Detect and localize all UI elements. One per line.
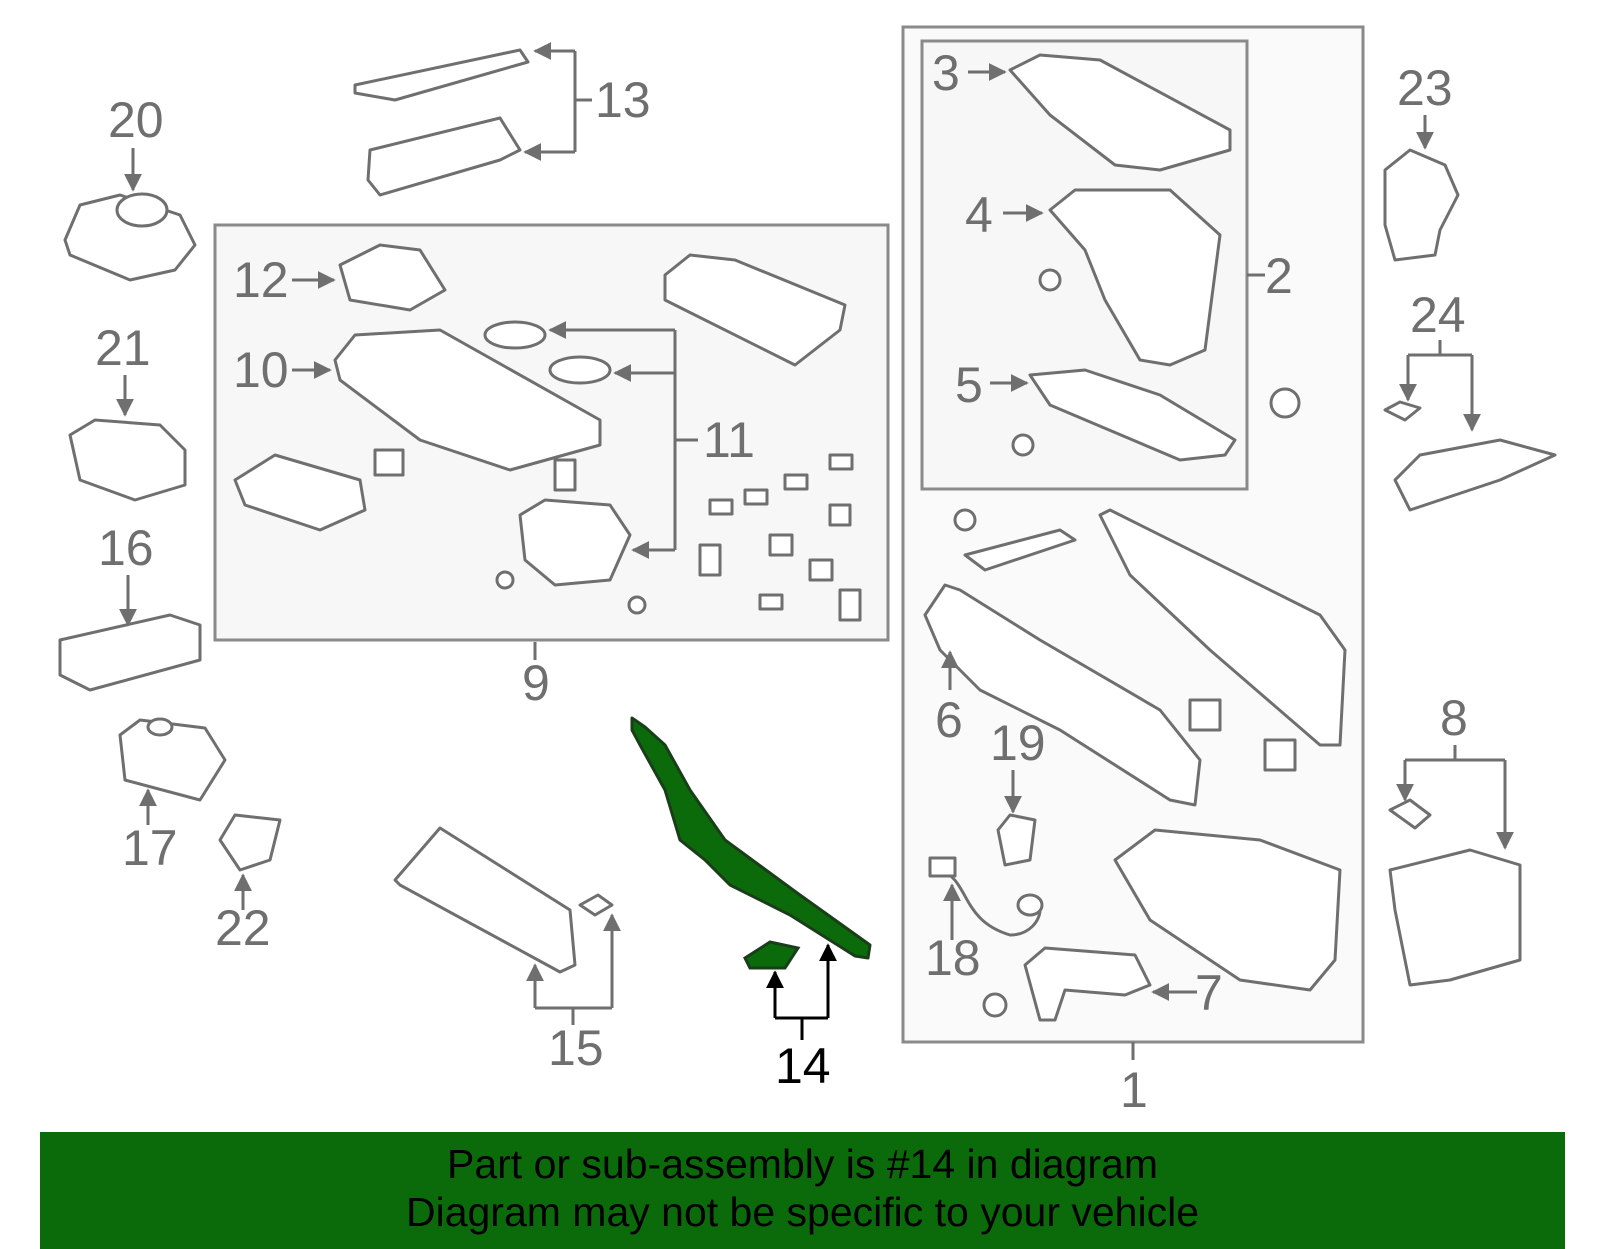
callout-1: 1 xyxy=(1120,1062,1148,1118)
callout-7: 7 xyxy=(1195,965,1223,1021)
callout-15: 15 xyxy=(548,1020,604,1076)
callout-2: 2 xyxy=(1265,248,1293,304)
part-23-knob[interactable] xyxy=(1383,115,1460,262)
callout-4: 4 xyxy=(965,187,993,243)
part-4-armrest-base[interactable] xyxy=(1003,188,1265,367)
callout-18: 18 xyxy=(925,930,981,986)
bolt-icon xyxy=(1269,387,1301,419)
part-11-cupholders[interactable] xyxy=(233,253,847,587)
part-3-console-lid[interactable] xyxy=(968,53,1232,172)
callout-13: 13 xyxy=(595,72,651,128)
part-22-socket[interactable] xyxy=(218,813,282,910)
callout-24: 24 xyxy=(1410,287,1466,343)
part-17-controller[interactable] xyxy=(118,717,227,825)
callout-12: 12 xyxy=(233,252,289,308)
callout-20: 20 xyxy=(108,92,164,148)
part-14-trim-panel[interactable] xyxy=(630,716,872,1040)
part-10-upper-panel[interactable] xyxy=(292,328,602,472)
part-8-rear-panel[interactable] xyxy=(1388,745,1522,987)
banner-line-2: Diagram may not be specific to your vehi… xyxy=(405,1189,1199,1235)
callout-16: 16 xyxy=(98,520,154,576)
callout-19: 19 xyxy=(990,715,1046,771)
part-7-box[interactable] xyxy=(982,828,1342,1022)
callout-10: 10 xyxy=(233,342,289,398)
callout-22: 22 xyxy=(215,900,271,956)
callout-6: 6 xyxy=(935,692,963,748)
clips-set xyxy=(373,448,862,622)
part-24-vent[interactable] xyxy=(1383,340,1557,512)
callout-8: 8 xyxy=(1440,690,1468,746)
callout-3: 3 xyxy=(932,45,960,101)
part-16-control-panel[interactable] xyxy=(58,575,202,692)
part-6-console-body[interactable] xyxy=(923,508,1347,807)
part-18-harness[interactable] xyxy=(928,856,1044,940)
info-banner: Part or sub-assembly is #14 in diagram D… xyxy=(40,1132,1565,1249)
part-21-switch[interactable] xyxy=(68,375,187,502)
callout-5: 5 xyxy=(955,357,983,413)
part-20-shifter[interactable] xyxy=(63,148,197,282)
banner-line-1: Part or sub-assembly is #14 in diagram xyxy=(447,1141,1158,1187)
part-12-boot[interactable] xyxy=(292,243,447,312)
part-5-bracket[interactable] xyxy=(990,368,1237,462)
callout-21: 21 xyxy=(95,320,151,376)
part-19-socket[interactable] xyxy=(996,770,1037,867)
part-13-trays[interactable] xyxy=(353,42,592,197)
callout-9: 9 xyxy=(522,655,550,711)
callout-14-selected[interactable]: 14 xyxy=(775,1038,831,1094)
part-15-side-panel[interactable] xyxy=(393,826,621,1025)
callout-11: 11 xyxy=(703,412,755,468)
callout-23: 23 xyxy=(1397,60,1453,116)
callout-17: 17 xyxy=(122,820,178,876)
